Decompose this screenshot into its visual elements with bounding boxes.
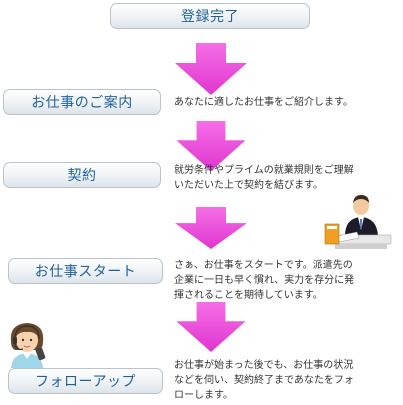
step-description-follow-up: お仕事が始まった後でも、お仕事の状況 などを伺い、契約終了まであなたをフォ ロー… — [174, 360, 354, 401]
step-description-job-introduction: あなたに適したお仕事をご紹介します。 — [174, 97, 353, 108]
flow-arrow-2 — [176, 121, 246, 171]
step-label: お仕事のご案内 — [31, 95, 133, 111]
step-follow-up: フォローアップ — [8, 368, 163, 394]
businessman-at-desk-icon — [324, 195, 392, 249]
headset-operator-icon — [10, 323, 46, 368]
step-label: 登録完了 — [181, 9, 239, 25]
step-contract: 契約 — [3, 162, 161, 188]
step-label: フォローアップ — [35, 374, 136, 390]
step-registration-complete: 登録完了 — [110, 3, 310, 29]
flow-arrow-3 — [175, 207, 247, 249]
step-description-job-start: さぁ、お仕事をスタートです。派遣先の 企業に一日も早く慣れ、実力を存分に発 揮さ… — [174, 260, 355, 301]
flow-arrow-1 — [175, 43, 247, 95]
step-label: 契約 — [67, 168, 97, 184]
step-label: お仕事スタート — [34, 264, 137, 280]
flow-arrow-4 — [176, 302, 246, 352]
step-description-contract: 就労条件やプライムの就業規則をご理解 いただいた上で契約を結びます。 — [174, 165, 354, 191]
step-job-start: お仕事スタート — [8, 258, 163, 284]
step-job-introduction: お仕事のご案内 — [3, 89, 161, 115]
